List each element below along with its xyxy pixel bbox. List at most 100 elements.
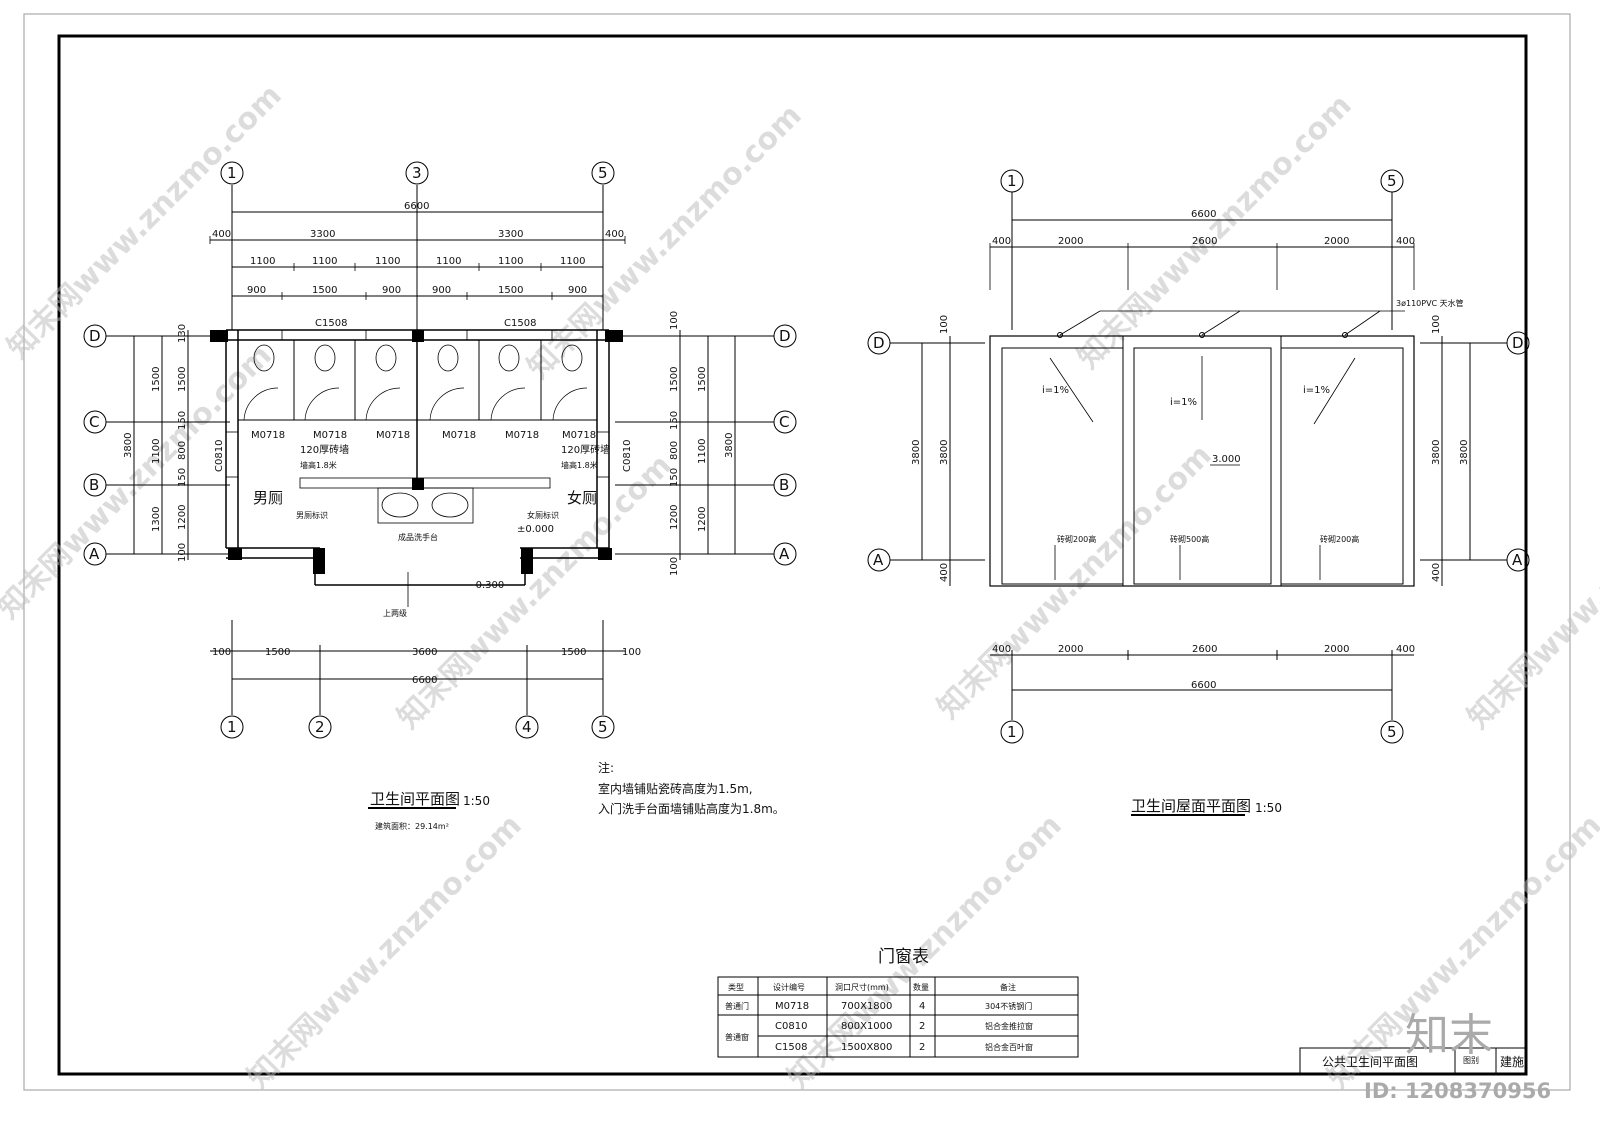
title-block-cell: 图别	[1463, 1056, 1479, 1065]
dim-label: 100	[622, 647, 641, 658]
dim-label: 2000	[1058, 644, 1083, 655]
table-header: 类型	[728, 982, 744, 992]
door-label: M0718	[562, 430, 596, 441]
notes-line: 入门洗手台面墙铺贴高度为1.8m。	[598, 801, 785, 816]
sink-label: 成品洗手台	[398, 532, 438, 542]
table-cell: M0718	[775, 1001, 809, 1012]
watermark-text: 知末网www.znzmo.com	[241, 808, 529, 1096]
axis-label: B	[779, 476, 789, 494]
outer-border	[23, 13, 1571, 1091]
dim-label: 3300	[498, 229, 523, 240]
axis-bubble	[591, 161, 615, 185]
axis-label: 1	[227, 164, 237, 182]
floor-plan	[83, 161, 797, 809]
door-window-table: 门窗表 类型 设计编号 洞口尺寸(mm) 数量 备注 普通门 普通窗 M0718…	[717, 947, 1079, 1058]
dim-label: 400	[1396, 236, 1415, 247]
dim-label: 1200	[177, 505, 188, 530]
axis-label: D	[779, 327, 791, 345]
sign-label: 女厕标识	[527, 510, 559, 520]
dim-label: 6600	[412, 675, 437, 686]
dim-label: 6600	[1191, 680, 1216, 691]
inner-border	[57, 34, 1528, 1076]
dim-label: 3800	[724, 433, 735, 458]
roof-plan-title: 卫生间屋面平面图	[1131, 797, 1251, 815]
table-cell: 普通门	[725, 1001, 749, 1011]
axis-label: A	[1512, 551, 1523, 569]
steps-label: 上两级	[383, 608, 407, 618]
table-cell: C1508	[775, 1042, 807, 1053]
elevation-label: -0.300	[472, 580, 504, 591]
watermark-text: 知末网www.znzmo.com	[1, 78, 289, 366]
dim-label: 1100	[436, 256, 461, 267]
dim-label: 100	[212, 647, 231, 658]
dim-label: 1500	[669, 367, 680, 392]
dim-label: 2000	[1324, 236, 1349, 247]
dim-label: 1100	[312, 256, 337, 267]
door-label: M0718	[442, 430, 476, 441]
dim-label: 2600	[1192, 236, 1217, 247]
dim-label: 6600	[404, 201, 429, 212]
axis-label: 5	[598, 718, 608, 736]
table-header: 备注	[1000, 982, 1016, 992]
dim-label: 1500	[697, 367, 708, 392]
watermark-text: 知末网www.znzmo.com	[0, 338, 279, 626]
axis-label: A	[873, 551, 884, 569]
axis-label: C	[89, 413, 99, 431]
notes-line: 室内墙铺贴瓷砖高度为1.5m,	[598, 781, 753, 796]
dim-label: 3800	[911, 440, 922, 465]
dim-label: 100	[177, 543, 188, 562]
dim-label: 400	[1431, 563, 1442, 582]
window-label: C1508	[315, 318, 347, 329]
table-cell: 1500X800	[841, 1042, 892, 1053]
roof-plan-labels: 1 5 6600 400 2000 2600 2000 400 3ø110PVC…	[873, 172, 1524, 815]
dim-label: 1100	[560, 256, 585, 267]
table-header: 设计编号	[773, 982, 805, 992]
axis-label: A	[89, 545, 100, 563]
window-label: C1508	[504, 318, 536, 329]
floor-plan-labels: 1 3 5 6600 400 3300 3300 400 1100 1100 1…	[89, 164, 791, 831]
dim-label: 400	[605, 229, 624, 240]
dim-label: 2000	[1058, 236, 1083, 247]
dim-label: 800	[669, 441, 680, 460]
axis-label: 3	[412, 164, 422, 182]
watermark-text: 知末网www.znzmo.com	[521, 98, 809, 386]
axis-bubble	[220, 161, 244, 185]
watermark-text: 知末网www.znzmo.com	[931, 438, 1219, 726]
wall-note: 120厚砖墙	[300, 443, 349, 456]
dim-label: 1500	[265, 647, 290, 658]
watermark-id: ID: 1208370956	[1364, 1079, 1551, 1103]
dim-label: 900	[432, 285, 451, 296]
axis-label: A	[779, 545, 790, 563]
table-cell: 4	[919, 1001, 925, 1012]
scale-label: 1:50	[463, 794, 490, 808]
dim-label: 2600	[1192, 644, 1217, 655]
axis-label: B	[89, 476, 99, 494]
watermark-text: 知末网www.znzmo.com	[1461, 448, 1600, 736]
room-label-women: 女厕	[567, 489, 597, 507]
axis-label: 1	[227, 718, 237, 736]
dim-label: 2000	[1324, 644, 1349, 655]
table-header: 数量	[913, 982, 929, 992]
parapet-label: 砖砌500高	[1170, 534, 1209, 544]
dim-label: 900	[568, 285, 587, 296]
title-block-cell: 建施	[1500, 1055, 1524, 1069]
dim-label: 400	[992, 236, 1011, 247]
parapet-label: 砖砌200高	[1057, 534, 1096, 544]
watermarks: 知末网www.znzmo.com 知末网www.znzmo.com 知末网www…	[0, 78, 1600, 1096]
door-label: M0718	[251, 430, 285, 441]
floor-plan-title: 卫生间平面图	[370, 790, 460, 808]
window-label: C0810	[622, 440, 633, 472]
slope-label: i=1%	[1042, 385, 1069, 396]
roof-plan	[867, 169, 1530, 816]
room-label-men: 男厕	[253, 489, 283, 507]
pipe-label: 3ø110PVC 天水管	[1396, 298, 1464, 308]
table-header: 洞口尺寸(mm)	[835, 982, 889, 992]
parapet-label: 砖砌200高	[1320, 534, 1359, 544]
table-title: 门窗表	[878, 947, 929, 967]
axis-label: 5	[1387, 172, 1397, 190]
dim-label: 100	[669, 311, 680, 330]
dim-label: 3800	[123, 433, 134, 458]
axis-label: C	[779, 413, 789, 431]
sign-label: 男厕标识	[296, 510, 328, 520]
